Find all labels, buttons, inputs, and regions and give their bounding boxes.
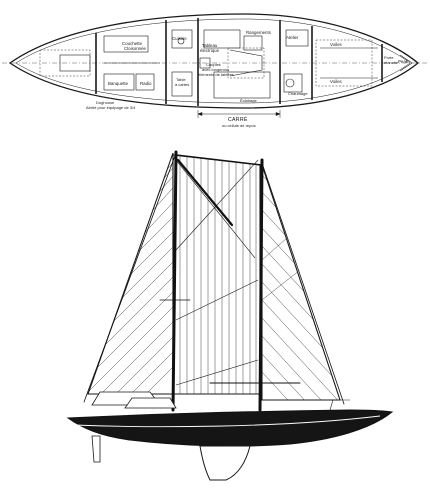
plan-hatches	[39, 39, 373, 87]
plan-bulkheads	[95, 18, 383, 106]
label-couchette: Couchette	[122, 41, 143, 46]
mizzen-mast	[258, 158, 264, 412]
label-porte: Porte	[384, 55, 394, 60]
deck-plan: Couchette Cloisonnée Cuisine Tableau éle…	[2, 13, 428, 128]
label-voiles-top: Voiles	[330, 42, 343, 47]
label-electrique: électrique	[200, 48, 220, 53]
carre-dimension	[197, 110, 281, 118]
label-rangements: Rangements	[246, 30, 272, 35]
jumper-stay	[176, 158, 234, 227]
label-tablees: éléments de tablées	[198, 72, 234, 77]
label-doghouse: Doghouse	[96, 100, 115, 105]
keel	[199, 445, 251, 481]
label-carre: CARRÉ	[228, 116, 248, 123]
plan-hull-outline	[8, 13, 420, 109]
label-abrite: Abrité pour équipage de 3/4	[86, 105, 136, 110]
main-mast	[171, 150, 178, 412]
label-longerons: avec longerons	[202, 67, 229, 72]
triatic-stay	[175, 154, 263, 166]
fore-sail	[87, 152, 174, 395]
label-carre-sub: ou cellule de repos	[222, 123, 256, 128]
label-couples: Couples	[206, 62, 221, 67]
pulpit	[329, 399, 350, 411]
hull-profile	[66, 391, 394, 481]
label-atelier: Atelier	[286, 35, 299, 40]
backstay	[261, 162, 345, 405]
label-cloisonnee: Cloisonnée	[124, 46, 147, 51]
sail-plan	[66, 150, 394, 481]
boot-top	[73, 415, 381, 428]
deckhouse	[124, 397, 177, 409]
rudder	[91, 435, 101, 463]
label-cuisine: Cuisine	[172, 36, 187, 41]
label-voiles-bottom: Voiles	[330, 79, 343, 84]
label-chaumage: Chaumage	[288, 91, 308, 96]
main-sail	[172, 154, 261, 395]
label-radio: Radio	[140, 81, 152, 86]
label-a-cartes: à cartes	[175, 82, 189, 87]
label-peak: Peak	[398, 59, 409, 64]
masts	[83, 150, 345, 412]
label-table: Table	[176, 77, 186, 82]
label-banquette: Banquette	[108, 81, 129, 86]
forestay	[83, 152, 177, 403]
label-eclairage: Éclairage	[240, 98, 257, 103]
label-etanche: étanche	[384, 60, 399, 65]
hull	[66, 409, 394, 447]
label-tableau: Tableau	[202, 43, 218, 48]
